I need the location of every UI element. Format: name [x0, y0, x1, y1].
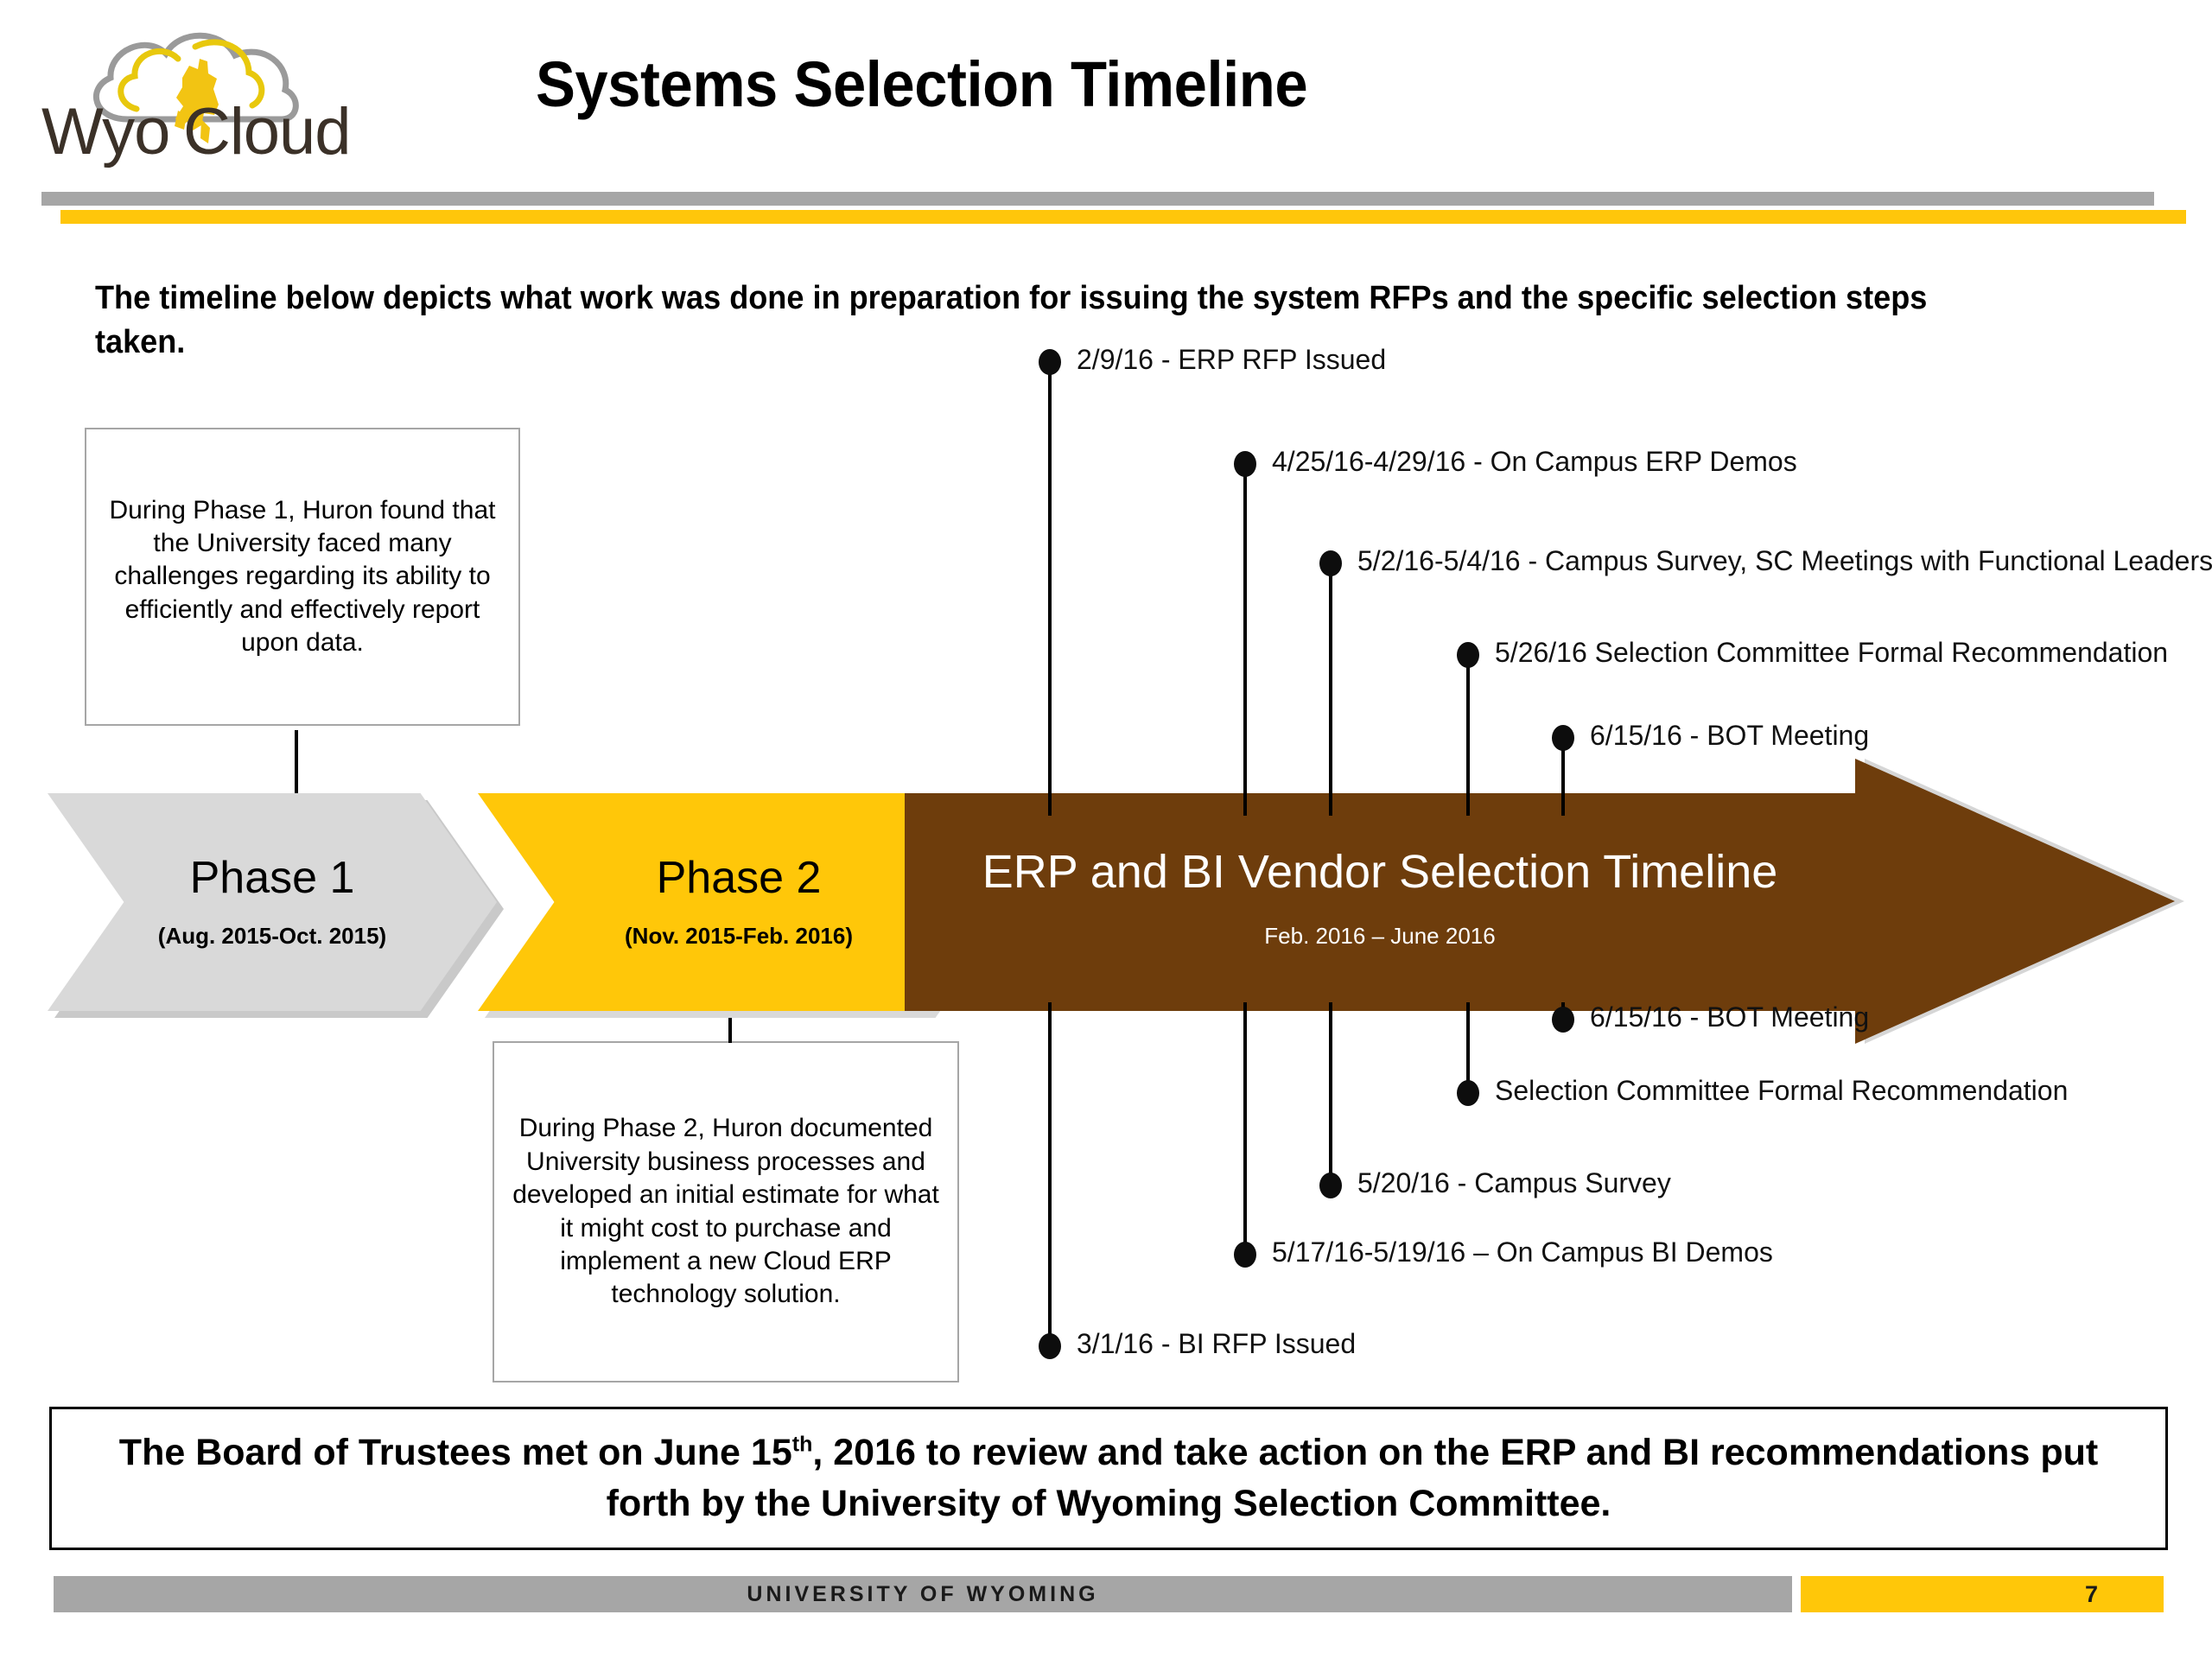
callout-phase-1-connector	[295, 730, 298, 798]
erp-subtitle: Feb. 2016 – June 2016	[1264, 923, 1496, 949]
phase-1-label-group: Phase 1 (Aug. 2015-Oct. 2015)	[112, 852, 432, 950]
callout-phase-2: During Phase 2, Huron documented Univers…	[493, 1041, 959, 1382]
header-divider-gray	[41, 192, 2154, 206]
erp-title: ERP and BI Vendor Selection Timeline	[982, 846, 1778, 898]
statement-line1-b: , 2016 to review and take action on the …	[812, 1431, 2031, 1473]
phase-1-subtitle: (Aug. 2015-Oct. 2015)	[157, 923, 387, 949]
milestone-leader-line	[1466, 1002, 1470, 1104]
phase-2-label-group: Phase 2 (Nov. 2015-Feb. 2016)	[553, 852, 925, 950]
milestone-dot-icon	[1234, 451, 1256, 477]
milestone-leader-line	[1243, 475, 1247, 816]
logo-word-cloud: Cloud	[183, 95, 351, 168]
header-divider-yellow	[60, 210, 2186, 224]
milestone-label: Selection Committee Formal Recommendatio…	[1495, 1075, 2069, 1106]
milestone-leader-line	[1329, 575, 1332, 816]
milestone-dot-icon	[1457, 642, 1479, 668]
wyocloud-logo: Wyo Cloud	[26, 9, 423, 181]
milestone-dot-icon	[1039, 1333, 1061, 1359]
phase-2-subtitle: (Nov. 2015-Feb. 2016)	[625, 923, 853, 949]
milestone-label: 2/9/16 - ERP RFP Issued	[1077, 344, 1387, 375]
footer-page-number: 7	[1801, 1576, 2164, 1612]
milestone-dot-icon	[1234, 1242, 1256, 1268]
timeline-arrow-band: Phase 1 (Aug. 2015-Oct. 2015) Phase 2 (N…	[0, 759, 2212, 1044]
milestone-dot-icon	[1457, 1080, 1479, 1106]
milestone-dot-icon	[1552, 1007, 1574, 1033]
statement-ordinal-suffix: th	[791, 1432, 813, 1457]
callout-phase-2-connector	[728, 998, 732, 1043]
milestone-dot-icon	[1552, 725, 1574, 751]
phase-2-title: Phase 2	[656, 853, 822, 903]
logo-word-wyo: Wyo	[41, 95, 169, 168]
milestone-label: 6/15/16 - BOT Meeting	[1590, 1001, 1870, 1033]
milestone-label: 5/2/16-5/4/16 - Campus Survey, SC Meetin…	[1357, 545, 2212, 576]
milestone-leader-line	[1048, 373, 1052, 816]
statement-line2: put forth by the University of Wyoming S…	[606, 1431, 2099, 1524]
milestone-label: 6/15/16 - BOT Meeting	[1590, 720, 1870, 751]
summary-statement: The Board of Trustees met on June 15th, …	[49, 1407, 2168, 1550]
milestone-label: 3/1/16 - BI RFP Issued	[1077, 1328, 1357, 1359]
milestone-label: 5/17/16-5/19/16 – On Campus BI Demos	[1272, 1236, 1773, 1268]
footer-institution-label: UNIVERSITY OF WYOMING	[747, 1581, 1099, 1606]
footer-bar: UNIVERSITY OF WYOMING	[54, 1576, 1792, 1612]
page-title: Systems Selection Timeline	[536, 48, 1308, 120]
callout-phase-1: During Phase 1, Huron found that the Uni…	[85, 428, 520, 726]
milestone-dot-icon	[1319, 1173, 1342, 1198]
milestone-leader-line	[1466, 666, 1470, 816]
milestone-dot-icon	[1319, 550, 1342, 576]
erp-label-group: ERP and BI Vendor Selection Timeline Feb…	[905, 845, 1855, 950]
milestone-dot-icon	[1039, 349, 1061, 375]
milestone-leader-line	[1048, 1002, 1052, 1357]
milestone-leader-line	[1561, 749, 1565, 816]
milestone-label: 4/25/16-4/29/16 - On Campus ERP Demos	[1272, 446, 1797, 477]
intro-paragraph: The timeline below depicts what work was…	[95, 280, 1928, 361]
statement-line1-a: The Board of Trustees met on June 15	[118, 1431, 792, 1473]
milestone-leader-line	[1329, 1002, 1332, 1197]
milestone-leader-line	[1243, 1002, 1247, 1266]
callout-phase-1-text: During Phase 1, Huron found that the Uni…	[109, 495, 496, 658]
milestone-label: 5/26/16 Selection Committee Formal Recom…	[1495, 637, 2169, 668]
phase-1-title: Phase 1	[189, 853, 355, 903]
callout-phase-2-text: During Phase 2, Huron documented Univers…	[512, 1114, 939, 1309]
milestone-label: 5/20/16 - Campus Survey	[1357, 1167, 1671, 1198]
